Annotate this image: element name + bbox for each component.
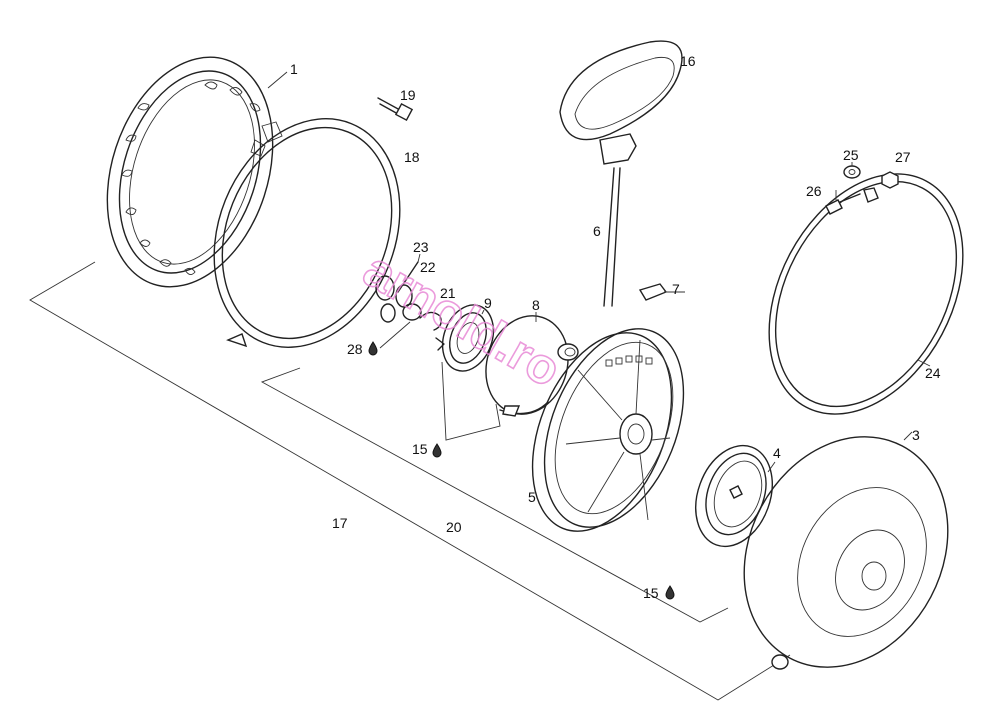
callout-6: 6 (593, 223, 601, 239)
part-8-pulley (485, 315, 579, 417)
grease-marker-15a (432, 361, 501, 458)
callout-26: 26 (806, 183, 822, 199)
bracket-20 (260, 367, 729, 623)
callout-25: 25 (843, 147, 859, 163)
callout-23: 23 (413, 239, 429, 255)
callout-labels: 1 19 18 16 23 22 21 9 8 28 6 7 25 27 26 … (290, 53, 941, 601)
callout-16: 16 (680, 53, 696, 69)
callout-7: 7 (672, 281, 680, 297)
callout-18: 18 (404, 149, 420, 165)
part-21-clip (419, 311, 445, 351)
part-5-wheel (531, 328, 685, 532)
part-24-clamp-ring (768, 173, 964, 415)
callout-8: 8 (532, 297, 540, 313)
part-4-spring-housing (695, 444, 773, 548)
callout-24: 24 (925, 365, 941, 381)
callout-17: 17 (332, 515, 348, 531)
leader-lines (267, 71, 931, 473)
part-9-spring-disc (441, 304, 495, 372)
part-16-handle (559, 40, 683, 165)
callout-22: 22 (420, 259, 436, 275)
callout-1: 1 (290, 61, 298, 77)
callout-27: 27 (895, 149, 911, 165)
grease-marker-15b (665, 585, 675, 600)
callout-9: 9 (484, 295, 492, 311)
part-3-cover (743, 436, 949, 670)
callout-15b: 15 (643, 585, 659, 601)
part-1-ring-with-lugs (106, 56, 283, 288)
bracket-17 (29, 261, 791, 701)
callout-28: 28 (347, 341, 363, 357)
callout-19: 19 (400, 87, 416, 103)
callout-3: 3 (912, 427, 920, 443)
watermark: arnold.ro (355, 241, 571, 398)
grease-marker-28 (368, 341, 378, 356)
callout-20: 20 (446, 519, 462, 535)
callout-15a: 15 (412, 441, 428, 457)
callout-4: 4 (773, 445, 781, 461)
part-18-ring (213, 118, 401, 348)
callout-21: 21 (440, 285, 456, 301)
part-22-23-springs (375, 261, 422, 323)
part-26-screw (825, 193, 861, 215)
callout-5: 5 (528, 489, 536, 505)
part-7-block (638, 283, 668, 301)
part-27-nut (863, 171, 899, 203)
part-25-washer (843, 165, 861, 179)
part-6-cord (603, 167, 621, 307)
part-19-bolt (377, 97, 414, 122)
